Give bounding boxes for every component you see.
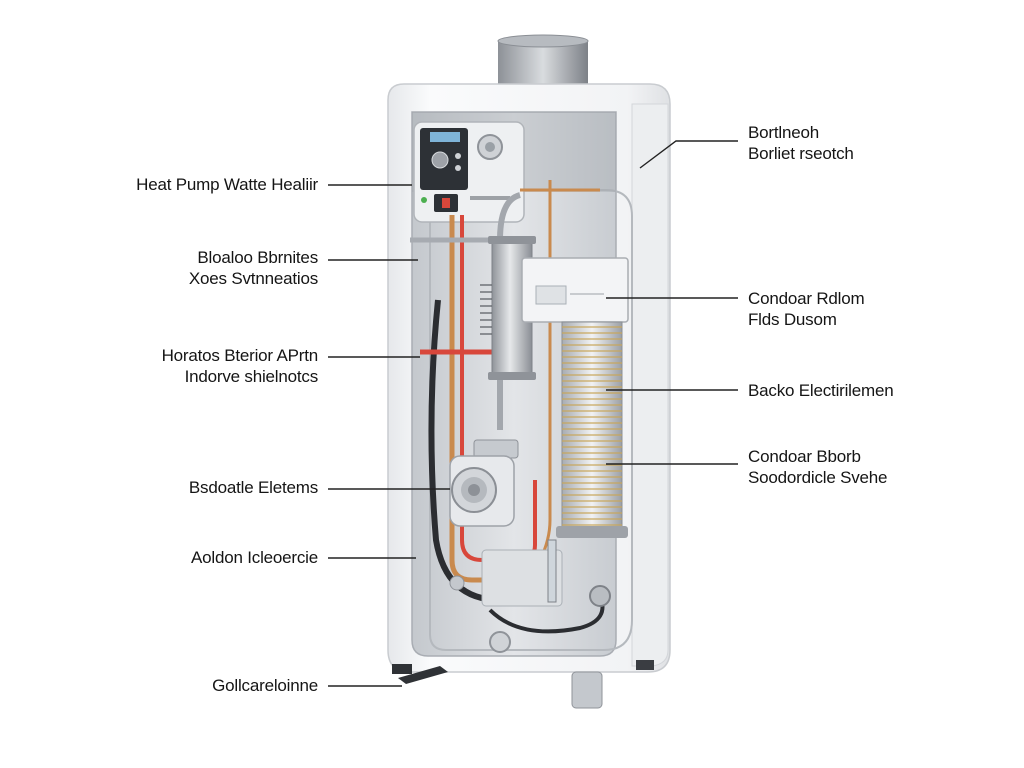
label-right-2-line1: Condoar Rdlom (748, 289, 865, 308)
right-leg (571, 671, 603, 709)
label-left-6: Gollcareloinne (212, 675, 318, 696)
fan-motor-icon (449, 439, 519, 527)
foot-pedal-icon (398, 666, 448, 684)
base-block (481, 549, 563, 607)
cabinet-side-panel (631, 103, 669, 667)
right-foot-block (636, 660, 654, 670)
label-left-3: Horatos Bterior APrtn Indorve shielnotcs (161, 345, 319, 387)
condenser-coil-icon (556, 321, 628, 538)
copper-pipe-left (449, 215, 524, 583)
sensor-tube (547, 539, 557, 603)
left-foot-block (392, 664, 412, 674)
label-right-1: Bortlneoh Borliet rseotch (748, 122, 854, 164)
label-right-1-line2: Borliet rseotch (748, 144, 854, 163)
drain-valve (589, 585, 611, 607)
junction-box (521, 257, 629, 323)
label-left-2-line1: Bloaloo Bbrnites (197, 248, 318, 267)
label-right-2: Condoar Rdlom Flds Dusom (748, 288, 865, 330)
label-right-4: Condoar Bborb Soodordicle Svehe (748, 446, 888, 488)
label-left-3-line2: Indorve shielnotcs (184, 367, 319, 386)
label-left-3-line1: Horatos Bterior APrtn (161, 346, 319, 365)
label-left-4-text: Bsdoatle Eletems (188, 478, 318, 497)
tank-liner (429, 189, 633, 651)
control-panel-icon (413, 121, 525, 223)
label-right-1-line1: Bortlneoh (748, 123, 819, 142)
leader-right-1 (639, 140, 738, 169)
label-right-2-line2: Flds Dusom (748, 310, 837, 329)
bottom-fitting (489, 631, 511, 653)
label-right-3: Backo Electirilemen (748, 380, 894, 401)
label-left-2-line2: Xoes Svtnneatios (188, 269, 318, 288)
dark-pipe-left (428, 299, 501, 603)
label-right-3-text: Backo Electirilemen (748, 381, 894, 400)
label-left-2: Bloaloo Bbrnites Xoes Svtnneatios (189, 247, 318, 289)
label-heat-pump: Heat Pump Watte Healiir (136, 174, 318, 195)
label-left-5: Aoldon Icleoercie (191, 547, 318, 568)
label-left-6-text: Gollcareloinne (212, 676, 318, 695)
label-right-4-line2: Soodordicle Svehe (748, 468, 888, 487)
dark-pipe-bottom (488, 595, 605, 634)
label-left-5-text: Aoldon Icleoercie (190, 548, 318, 567)
label-right-4-line1: Condoar Bborb (748, 447, 861, 466)
leader-lines (328, 140, 738, 687)
left-bottom-fitting (449, 575, 465, 591)
label-left-4: Bsdoatle Eletems (189, 477, 318, 498)
label-heat-pump-text: Heat Pump Watte Healiir (136, 175, 318, 194)
